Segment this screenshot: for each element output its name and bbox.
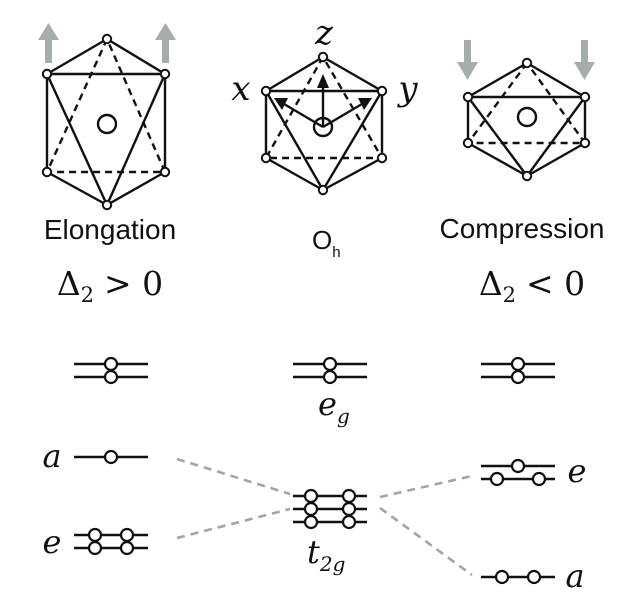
electron [489, 471, 505, 487]
electron [322, 369, 338, 385]
electron [341, 501, 357, 517]
elongation-a-label: a [42, 437, 61, 475]
electron [87, 540, 103, 556]
elongation-arrows [38, 23, 176, 63]
electron [103, 449, 119, 465]
elongated-vertices [41, 33, 171, 211]
compressed-octahedron [466, 61, 587, 178]
elongated-octahedron [45, 37, 167, 207]
electron [526, 569, 542, 585]
compressed-vertices [462, 57, 591, 182]
compression-condition: Δ2< 0 [479, 264, 585, 307]
electron [341, 488, 357, 504]
oh-back-face [264, 56, 384, 160]
electron [510, 356, 526, 372]
electron [510, 458, 526, 474]
compressed-center-atom [516, 106, 538, 128]
electrons [87, 356, 547, 585]
oh-eg-label: eg [318, 385, 350, 428]
elongated-center-atom [96, 113, 118, 135]
electron [119, 540, 135, 556]
compression-e-label: e [568, 452, 587, 490]
correlation-e-to-t2g [176, 507, 291, 540]
compressed-front-face [467, 95, 587, 178]
electron [303, 488, 319, 504]
electron [531, 471, 547, 487]
electron [341, 514, 357, 530]
elongation-condition: Δ2> 0 [57, 264, 163, 307]
elongation-e-level [74, 533, 148, 550]
compression-a-label: a [565, 557, 584, 595]
axis-x-label: x [231, 69, 250, 109]
electron [494, 569, 510, 585]
electron [510, 369, 526, 385]
electron [119, 527, 135, 543]
electron [87, 527, 103, 543]
axis-z-label: z [314, 13, 334, 53]
compression-arrows [457, 40, 595, 80]
electron [303, 501, 319, 517]
correlation-a-to-t2g [176, 457, 291, 496]
elongated-front-face [45, 72, 167, 207]
oh-t2g-label: t2g [307, 533, 345, 576]
elongation-e-label: e [43, 523, 62, 561]
down-arrow-icon [457, 40, 478, 80]
electron [322, 356, 338, 372]
axis-y-label: y [396, 69, 418, 109]
elongation-label: Elongation [44, 214, 176, 245]
elongated-back-face [45, 38, 167, 174]
electron [303, 514, 319, 530]
oh-label: Oh [312, 225, 341, 261]
electron [103, 356, 119, 372]
up-arrow-icon [38, 23, 59, 63]
down-arrow-icon [574, 40, 595, 80]
correlation-t2g-to-a [379, 506, 473, 577]
correlation-t2g-to-e [379, 474, 473, 499]
compressed-back-face [466, 62, 587, 145]
oh-axes [274, 74, 372, 129]
correlation-lines [176, 457, 473, 577]
up-arrow-icon [155, 23, 176, 63]
oh-vertices [260, 51, 388, 196]
compression-label: Compression [440, 213, 605, 244]
electron [103, 369, 119, 385]
